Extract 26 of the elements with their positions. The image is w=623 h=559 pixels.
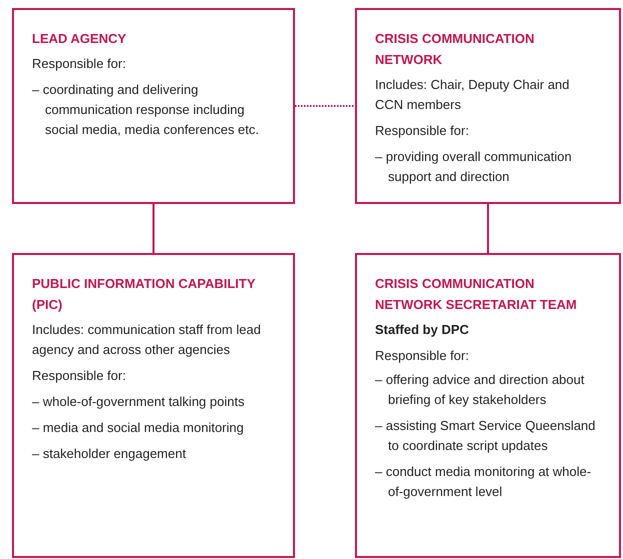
body-text: Responsible for: [32,55,127,73]
box-heading: CRISIS COMMUNICATION NETWORK [375,30,536,69]
body-text: Responsible for: [32,367,127,385]
body-text: Includes: communication staff from lead agency and across other agencies [32,321,262,359]
body-text: Staffed by DPC [375,321,470,339]
bullet-item: – conduct media monitoring at whole-of-government level [375,463,592,501]
role-box [355,8,621,204]
bullet-item: – whole-of-government talking points [32,393,246,411]
bullet-item: – assisting Smart Service Queensland to coordinate script updates [375,417,596,455]
box-heading: LEAD AGENCY [32,30,128,48]
body-text: Includes: Chair, Deputy Chair and CCN members [375,76,570,114]
bullet-item: – offering advice and direction about briefing of key stakeholders [375,371,586,409]
role-box [355,253,621,558]
bullet-item: – media and social media monitoring [32,419,245,437]
body-text: Responsible for: [375,122,470,140]
connector-line [487,204,489,253]
role-box [12,8,295,204]
box-heading: PUBLIC INFORMATION CAPABILITY (PIC) [32,275,256,314]
bullet-item: – stakeholder engagement [32,445,187,463]
dotted-connector [295,105,355,107]
bullet-item: – coordinating and delivering communication response including social media, media conferences etc. [32,81,260,139]
bullet-item: – providing overall communication support and direction [375,148,573,186]
connector-line [152,204,154,253]
body-text: Responsible for: [375,347,470,365]
box-heading: CRISIS COMMUNICATION NETWORK SECRETARIAT TEAM [375,275,578,314]
role-box [12,253,295,558]
